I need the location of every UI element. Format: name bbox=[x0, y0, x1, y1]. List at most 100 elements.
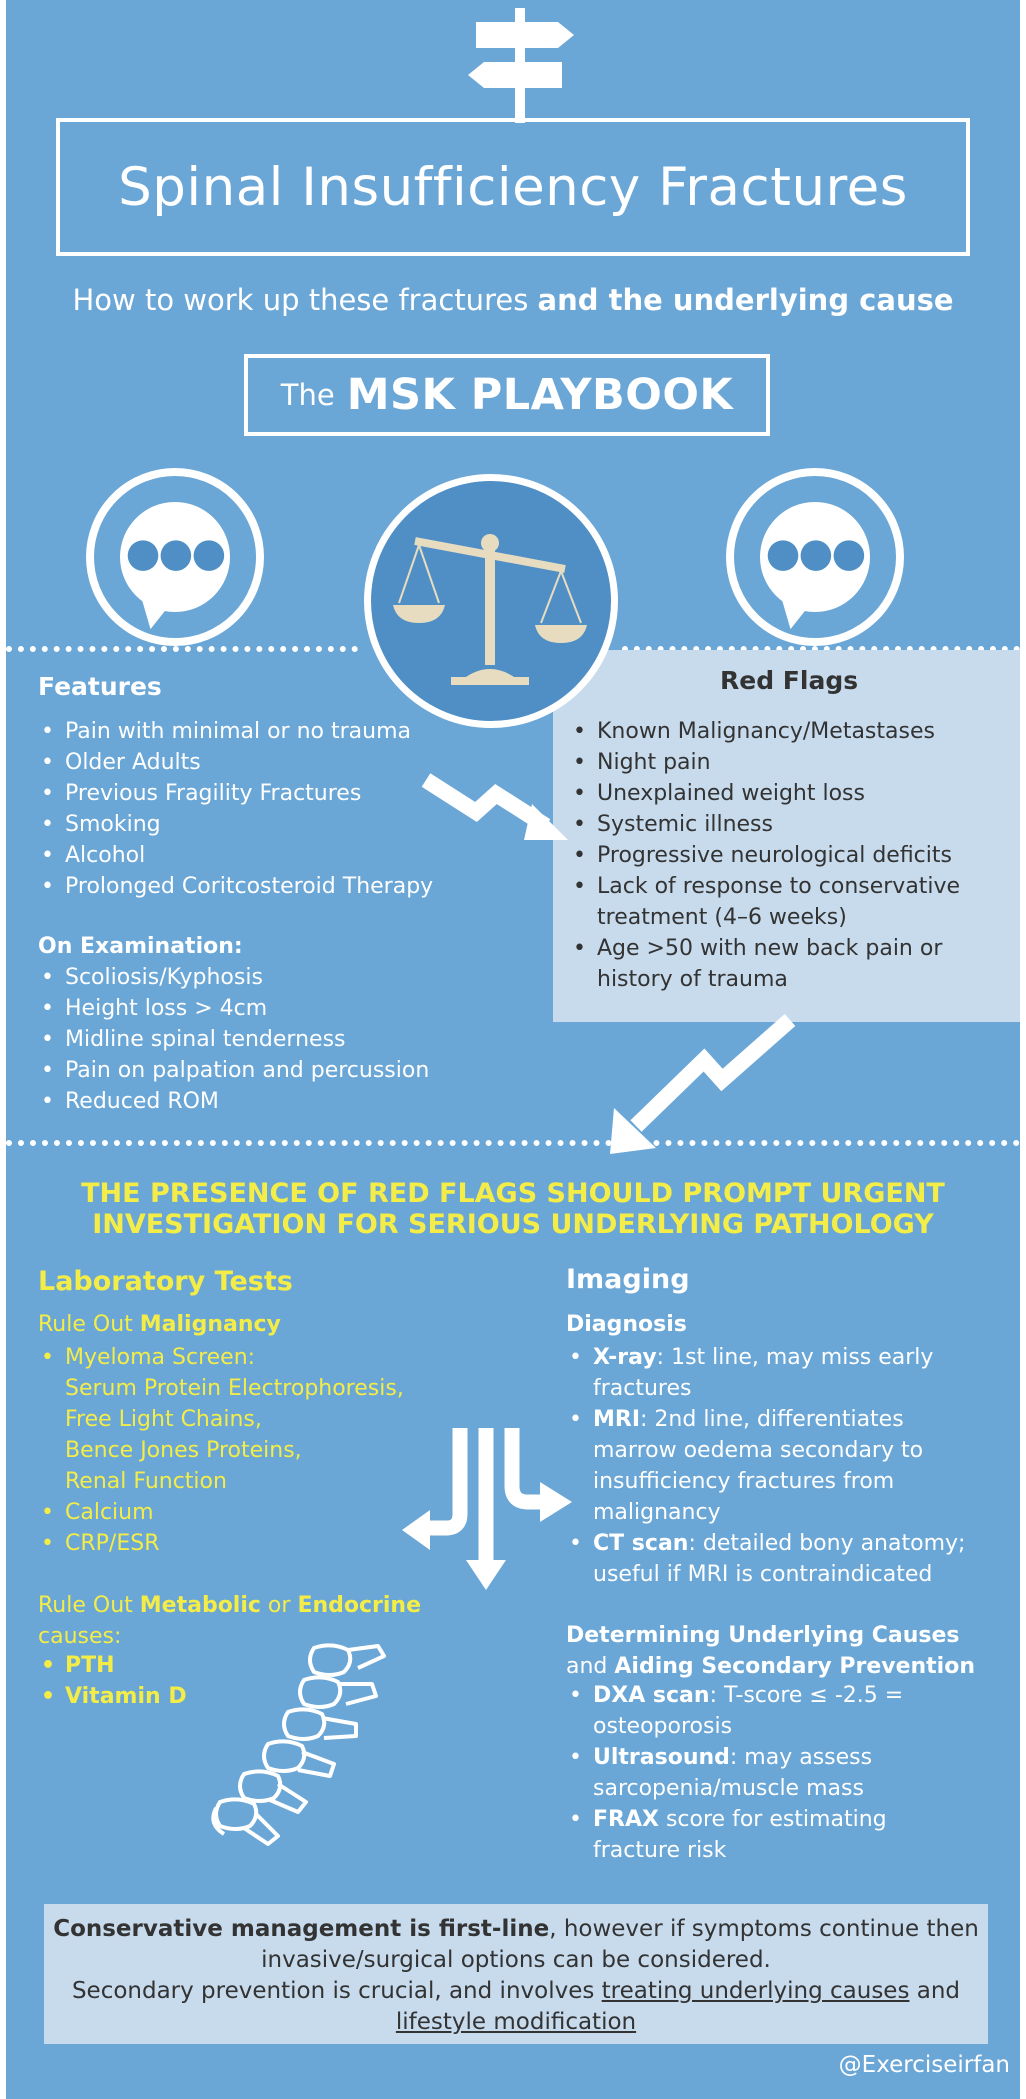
list-item: Reduced ROM bbox=[36, 1086, 536, 1117]
brand-prefix: The bbox=[280, 378, 335, 412]
xray-text: : 1st line, may miss early fractures bbox=[593, 1345, 934, 1401]
diagnosis-heading: Diagnosis bbox=[566, 1312, 687, 1337]
lab-tests-heading: Laboratory Tests bbox=[38, 1266, 293, 1297]
list-item: CT scan: detailed bony anatomy; useful i… bbox=[564, 1528, 994, 1590]
conclusion-text: , however if symptoms continue then bbox=[549, 1916, 979, 1942]
zigzag-arrow-icon bbox=[421, 773, 568, 840]
infographic: Spinal Insufficiency Fractures How to wo… bbox=[6, 0, 1020, 2099]
conclusion-line-4: lifestyle modification bbox=[44, 2007, 988, 2038]
brand-name: MSK PLAYBOOK bbox=[346, 370, 734, 420]
sub-item: Free Light Chains, bbox=[65, 1407, 262, 1432]
divider-left bbox=[6, 646, 358, 652]
metabolic-tests-list: PTH Vitamin D bbox=[36, 1650, 336, 1712]
examination-heading: On Examination: bbox=[38, 934, 243, 959]
causes-heading-bold: Determining Underlying Causes bbox=[566, 1623, 960, 1648]
or-label: or bbox=[260, 1593, 298, 1618]
rule-out-prefix: Rule Out bbox=[38, 1312, 140, 1337]
examination-list: Scoliosis/Kyphosis Height loss > 4cm Mid… bbox=[36, 962, 536, 1117]
list-item: Smoking bbox=[36, 809, 536, 840]
conclusion-line-3: Secondary prevention is crucial, and inv… bbox=[44, 1976, 988, 2007]
list-item: Height loss > 4cm bbox=[36, 993, 536, 1024]
spine-icon bbox=[211, 1643, 386, 1846]
subtitle-regular: How to work up these fractures bbox=[72, 283, 538, 317]
scales-icon bbox=[364, 474, 618, 728]
conclusion-line-2: invasive/surgical options can be conside… bbox=[261, 1947, 771, 1973]
conclusion-underline: lifestyle modification bbox=[395, 2009, 637, 2035]
list-item: Midline spinal tenderness bbox=[36, 1024, 536, 1055]
causes-heading: Determining Underlying Causes and Aiding … bbox=[566, 1620, 1006, 1682]
chat-bubble-icon: ●●● bbox=[86, 468, 264, 646]
rule-out-prefix: Rule Out bbox=[38, 1593, 140, 1618]
conclusion-text: and bbox=[909, 1978, 961, 2004]
divider-right bbox=[622, 646, 1020, 652]
urgent-statement: THE PRESENCE OF RED FLAGS SHOULD PROMPT … bbox=[6, 1178, 1020, 1240]
ultrasound-text: : may assess sarcopenia/muscle mass bbox=[593, 1745, 873, 1801]
ultrasound-label: Ultrasound bbox=[593, 1745, 730, 1770]
list-item: DXA scan: T-score ≤ -2.5 = osteoporosis bbox=[564, 1680, 964, 1742]
list-item: Systemic illness bbox=[568, 809, 1008, 840]
and-label: and bbox=[566, 1654, 615, 1679]
list-item: Myeloma Screen: Serum Protein Electropho… bbox=[36, 1342, 476, 1497]
urgent-line-2: INVESTIGATION FOR SERIOUS UNDERLYING PAT… bbox=[92, 1209, 934, 1240]
sub-item: Renal Function bbox=[65, 1469, 227, 1494]
sub-item: Serum Protein Electrophoresis, bbox=[65, 1376, 404, 1401]
mri-label: MRI bbox=[593, 1407, 641, 1432]
list-item: X-ray: 1st line, may miss early fracture… bbox=[564, 1342, 994, 1404]
list-item: FRAX score for estimating fracture risk bbox=[564, 1804, 964, 1866]
causes-list: DXA scan: T-score ≤ -2.5 = osteoporosis … bbox=[564, 1680, 964, 1866]
list-item: Older Adults bbox=[36, 747, 536, 778]
list-item: Lack of response to conservative treatme… bbox=[568, 871, 1008, 933]
list-item: Age >50 with new back pain or history of… bbox=[568, 933, 1008, 995]
conclusion-panel: Conservative management is first-line, h… bbox=[44, 1904, 988, 2044]
malignancy-tests-list: Myeloma Screen: Serum Protein Electropho… bbox=[36, 1342, 476, 1559]
list-item: CRP/ESR bbox=[36, 1528, 476, 1559]
xray-label: X-ray bbox=[593, 1345, 657, 1370]
endocrine-label: Endocrine bbox=[297, 1593, 422, 1618]
malignancy-label: Malignancy bbox=[139, 1312, 281, 1337]
split-arrows-icon bbox=[402, 1428, 572, 1590]
ct-label: CT scan bbox=[593, 1531, 689, 1556]
urgent-line-1: THE PRESENCE OF RED FLAGS SHOULD PROMPT … bbox=[81, 1178, 945, 1209]
imaging-heading: Imaging bbox=[566, 1264, 690, 1295]
rule-out-malignancy: Rule Out Malignancy bbox=[38, 1312, 281, 1337]
list-item: Unexplained weight loss bbox=[568, 778, 1008, 809]
chat-bubble-icon: ●●● bbox=[726, 468, 904, 646]
dxa-label: DXA scan bbox=[593, 1683, 710, 1708]
sub-item: Bence Jones Proteins, bbox=[65, 1438, 302, 1463]
list-item: Pain on palpation and percussion bbox=[36, 1055, 536, 1086]
dxa-text: : T-score ≤ -2.5 = osteoporosis bbox=[593, 1683, 904, 1739]
list-item: Night pain bbox=[568, 747, 1008, 778]
causes-label: causes: bbox=[38, 1624, 122, 1649]
frax-text: score for estimating fracture risk bbox=[593, 1807, 887, 1863]
subtitle-bold: and the underlying cause bbox=[537, 283, 954, 317]
frax-label: FRAX bbox=[593, 1807, 659, 1832]
list-item: Calcium bbox=[36, 1497, 476, 1528]
zigzag-arrow-icon bbox=[610, 1014, 796, 1154]
red-flags-heading: Red Flags bbox=[720, 666, 859, 695]
list-item: Known Malignancy/Metastases bbox=[568, 716, 1008, 747]
features-heading: Features bbox=[38, 672, 162, 701]
red-flags-list: Known Malignancy/Metastases Night pain U… bbox=[568, 716, 1008, 995]
prevention-heading-bold: Aiding Secondary Prevention bbox=[614, 1654, 975, 1679]
conclusion-line-1: Conservative management is first-line, h… bbox=[44, 1914, 988, 1945]
ct-text: : detailed bony anatomy; useful if MRI i… bbox=[593, 1531, 966, 1587]
list-item: Scoliosis/Kyphosis bbox=[36, 962, 536, 993]
signpost-icon bbox=[468, 8, 574, 123]
title-box: Spinal Insufficiency Fractures bbox=[56, 118, 970, 256]
list-item: Ultrasound: may assess sarcopenia/muscle… bbox=[564, 1742, 964, 1804]
list-item: PTH bbox=[36, 1650, 336, 1681]
list-item: Previous Fragility Fractures bbox=[36, 778, 536, 809]
conclusion-text: Secondary prevention is crucial, and inv… bbox=[71, 1978, 602, 2004]
conclusion-underline: treating underlying causes bbox=[601, 1978, 910, 2004]
diagnosis-list: X-ray: 1st line, may miss early fracture… bbox=[564, 1342, 994, 1590]
myeloma-screen-label: Myeloma Screen: bbox=[65, 1345, 256, 1370]
brand-box: The MSK PLAYBOOK bbox=[244, 354, 770, 436]
author-handle: @Exerciseirfan bbox=[838, 2052, 1010, 2078]
subtitle: How to work up these fractures and the u… bbox=[6, 283, 1020, 317]
page-title: Spinal Insufficiency Fractures bbox=[118, 156, 908, 218]
divider-middle bbox=[6, 1140, 1020, 1146]
list-item: Progressive neurological deficits bbox=[568, 840, 1008, 871]
list-item: Pain with minimal or no trauma bbox=[36, 716, 536, 747]
mri-text: : 2nd line, differentiates marrow oedema… bbox=[593, 1407, 924, 1525]
